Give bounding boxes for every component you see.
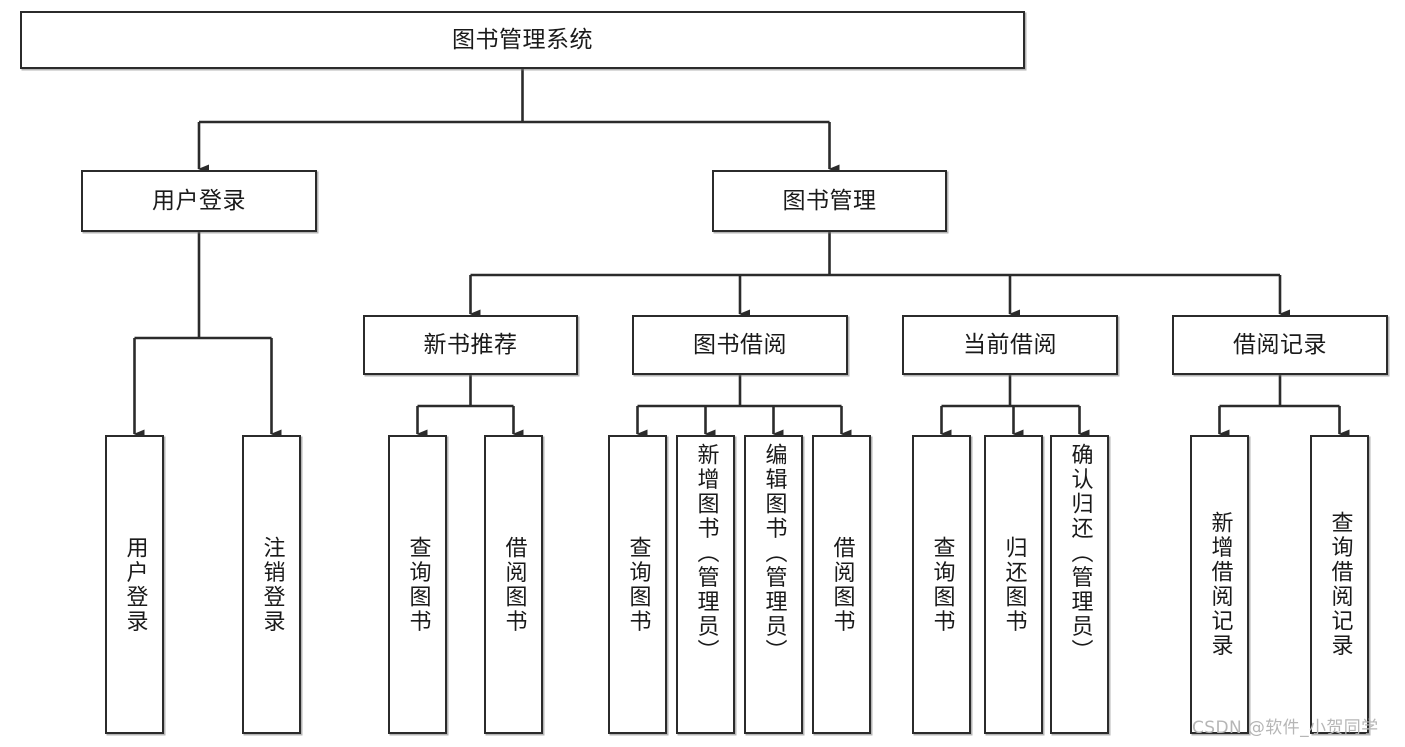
node-user-login[interactable]: 用户登录 (81, 170, 317, 232)
node-label: 新增图书（管理员） (693, 443, 719, 664)
node-leaf-confirm-return[interactable]: 确认归还（管理员） (1050, 435, 1109, 734)
node-book-borrow[interactable]: 图书借阅 (632, 315, 848, 375)
node-label: 新书推荐 (423, 331, 518, 358)
node-label: 查询图书 (625, 535, 651, 634)
node-leaf-user-login[interactable]: 用户登录 (105, 435, 164, 734)
node-leaf-borrow-book-2[interactable]: 借阅图书 (812, 435, 871, 734)
node-label: 确认归还（管理员） (1067, 443, 1093, 664)
node-current-borrow[interactable]: 当前借阅 (902, 315, 1118, 375)
node-label: 新增借阅记录 (1207, 511, 1233, 658)
node-leaf-user-logout[interactable]: 注销登录 (242, 435, 301, 734)
node-leaf-query-book-3[interactable]: 查询图书 (912, 435, 971, 734)
node-leaf-query-book-1[interactable]: 查询图书 (388, 435, 447, 734)
node-leaf-borrow-book-1[interactable]: 借阅图书 (484, 435, 543, 734)
node-label: 用户登录 (152, 187, 246, 214)
node-label: 用户登录 (122, 535, 148, 634)
node-leaf-return-book[interactable]: 归还图书 (984, 435, 1043, 734)
node-leaf-edit-book[interactable]: 编辑图书（管理员） (744, 435, 803, 734)
node-root[interactable]: 图书管理系统 (20, 11, 1025, 69)
node-new-book-rec[interactable]: 新书推荐 (363, 315, 578, 375)
node-label: 注销登录 (259, 535, 285, 634)
node-book-manage[interactable]: 图书管理 (712, 170, 947, 232)
node-label: 当前借阅 (963, 331, 1057, 358)
node-label: 归还图书 (1001, 535, 1027, 634)
node-label: 借阅图书 (501, 535, 527, 634)
node-label: 查询借阅记录 (1327, 511, 1353, 658)
node-leaf-add-book[interactable]: 新增图书（管理员） (676, 435, 735, 734)
node-label: 图书管理 (782, 187, 877, 214)
node-borrow-record[interactable]: 借阅记录 (1172, 315, 1388, 375)
node-leaf-query-record[interactable]: 查询借阅记录 (1310, 435, 1369, 734)
node-label: 图书管理系统 (452, 26, 593, 53)
node-label: 查询图书 (405, 535, 431, 634)
node-label: 借阅图书 (829, 535, 855, 634)
node-leaf-add-record[interactable]: 新增借阅记录 (1190, 435, 1249, 734)
node-label: 借阅记录 (1233, 331, 1327, 358)
csdn-watermark: CSDN @软件_小贺同学 (1192, 718, 1379, 738)
node-label: 查询图书 (929, 535, 955, 634)
node-leaf-query-book-2[interactable]: 查询图书 (608, 435, 667, 734)
node-label: 编辑图书（管理员） (761, 443, 787, 664)
node-label: 图书借阅 (693, 331, 787, 358)
